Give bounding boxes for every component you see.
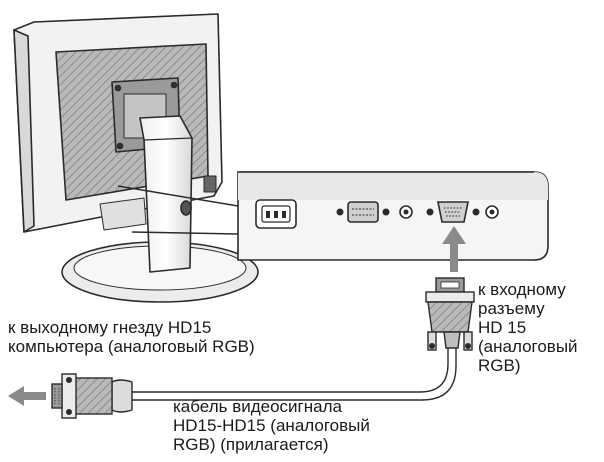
insert-arrow-left: [8, 386, 46, 406]
insert-arrow-up: [442, 226, 466, 272]
zoom-callout-lines: [117, 185, 239, 235]
cable-label-line: кабель видеосигнала: [173, 397, 342, 416]
computer-output-label-line: к выходному гнезду HD15: [8, 318, 212, 337]
connector-panel: [237, 171, 549, 261]
monitor-input-label-line: к входному: [478, 280, 566, 299]
cable-label: кабель видеосигнала HD15-HD15 (аналоговы…: [173, 397, 370, 454]
computer-output-label: к выходному гнезду HD15 компьютера (анал…: [8, 318, 255, 356]
cable-label-line: RGB) (прилагается): [173, 435, 329, 454]
computer-output-label-line: компьютера (аналоговый RGB): [8, 337, 255, 356]
computer-side-plug: [51, 373, 133, 419]
monitor-input-label-line: HD 15: [478, 318, 527, 337]
monitor-input-label-line: RGB): [478, 356, 521, 375]
monitor-side-plug: [425, 277, 475, 351]
monitor-input-label: к входному разъему HD 15 (аналоговый RGB…: [478, 280, 578, 375]
ac-power-inlet: [255, 199, 297, 229]
monitor-input-label-line: разъему: [478, 299, 545, 318]
video-cable: [132, 346, 457, 401]
monitor-input-label-line: (аналоговый: [478, 337, 578, 356]
cable-label-line: HD15-HD15 (аналоговый: [173, 416, 370, 435]
monitor: [13, 13, 259, 303]
hd15-input-connector: [426, 201, 480, 223]
dvi-connector: [336, 201, 390, 223]
